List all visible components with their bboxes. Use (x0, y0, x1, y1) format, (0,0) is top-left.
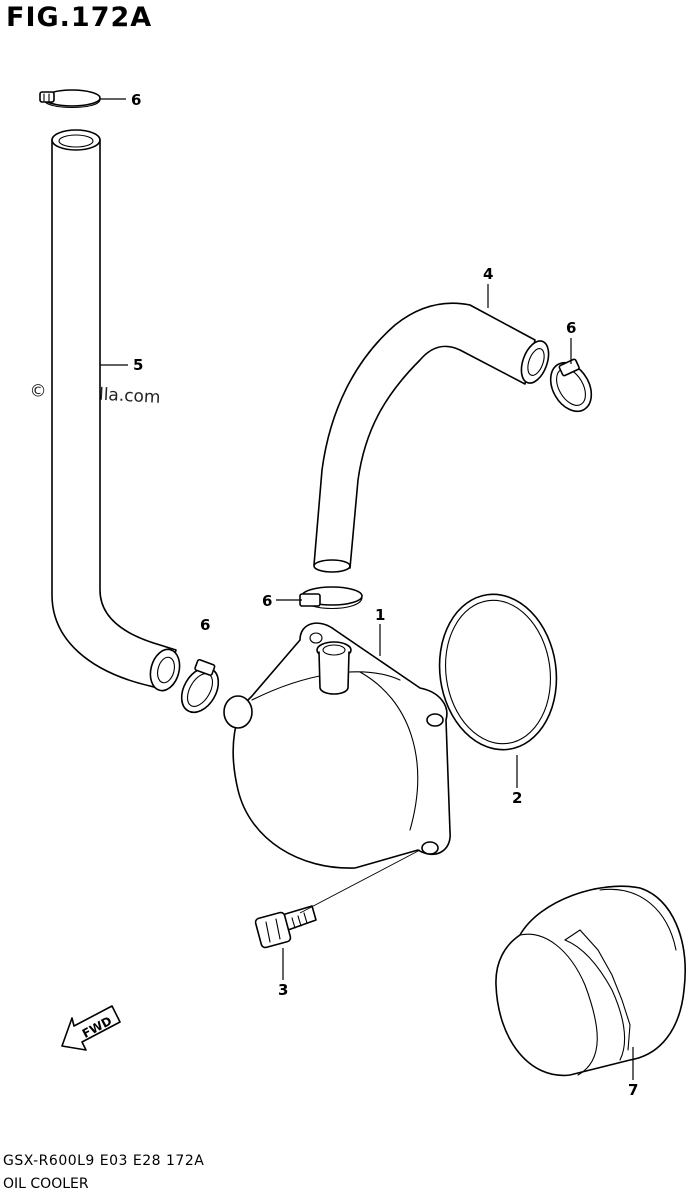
part-4-hose-upper[interactable] (313, 302, 554, 573)
callout-4: 4 (483, 265, 493, 283)
model-code: GSX-R600L9 E03 E28 172A (3, 1153, 205, 1169)
section-name: OIL COOLER (3, 1176, 89, 1192)
part-5-hose-left[interactable] (51, 129, 184, 694)
figure-title: FIG.172A (6, 2, 153, 33)
leader-lines (100, 98, 634, 1080)
part-1-oil-cooler[interactable] (223, 622, 451, 869)
callout-5: 5 (133, 356, 143, 374)
part-6-clamp-upper-right[interactable] (542, 355, 599, 418)
callout-6-middle: 6 (262, 592, 272, 610)
part-7-oil-filter[interactable] (495, 885, 686, 1077)
callout-6-upper-right: 6 (566, 319, 576, 337)
part-6-clamp-lower-left[interactable] (174, 658, 226, 719)
part-3-bolt[interactable] (254, 905, 317, 949)
callout-3: 3 (278, 981, 288, 999)
callout-1: 1 (375, 606, 385, 624)
fwd-arrow: FWD (61, 1005, 121, 1051)
part-6-clamp-middle[interactable] (299, 586, 363, 610)
part-2-o-ring[interactable] (430, 587, 567, 758)
callout-2: 2 (512, 789, 522, 807)
callout-6-top: 6 (131, 91, 141, 109)
part-6-clamp-top[interactable] (39, 89, 101, 108)
callout-7: 7 (628, 1081, 638, 1099)
callout-6-lower-left: 6 (200, 616, 210, 634)
